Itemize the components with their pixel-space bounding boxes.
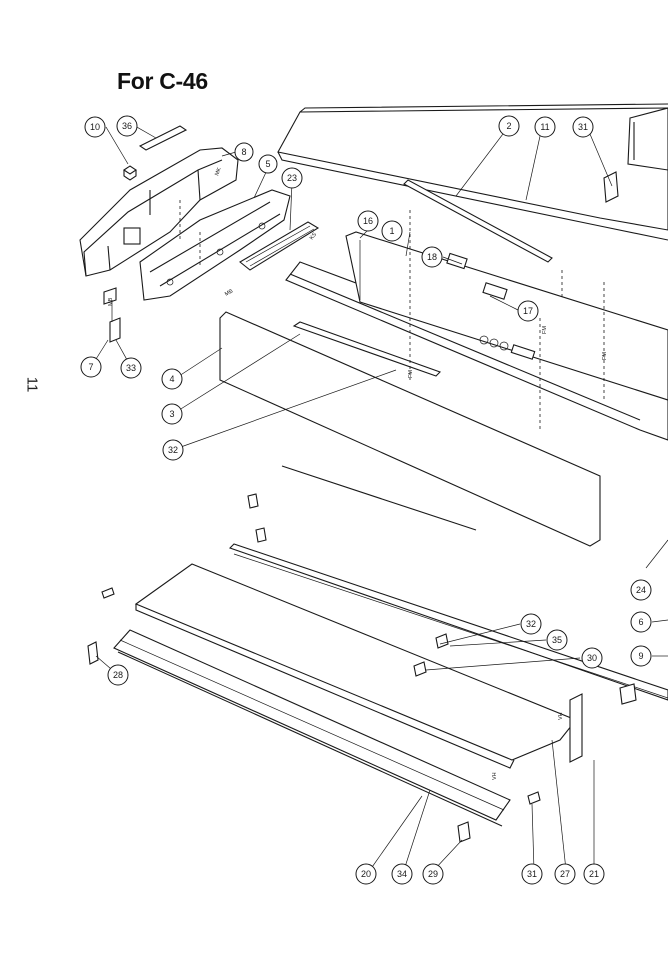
callout-24: 24 (630, 579, 652, 601)
alignment-lines (179, 200, 605, 430)
callout-5: 5 (258, 154, 278, 174)
right-bracket (569, 693, 583, 763)
svg-text:29: 29 (428, 869, 438, 879)
svg-text:1: 1 (389, 226, 394, 236)
callout-35: 35 (546, 629, 568, 651)
lid-panel (277, 103, 668, 241)
left-cheek-block (79, 147, 239, 277)
callout-16: 16 (357, 210, 379, 232)
callout-31-top: 31 (572, 116, 594, 138)
strip-part (403, 179, 553, 263)
callout-21: 21 (583, 863, 605, 885)
svg-text:VH: VH (558, 712, 564, 720)
music-rest (627, 107, 668, 171)
svg-text:17: 17 (523, 306, 533, 316)
callout-8: 8 (234, 142, 254, 162)
part-codes: MK KS MB FM FM FM VH VH MB (108, 167, 608, 780)
callout-7: 7 (80, 356, 102, 378)
page-title: For C-46 (117, 68, 208, 94)
callout-18: 18 (421, 246, 443, 268)
svg-text:31: 31 (578, 122, 588, 132)
svg-text:VH: VH (492, 772, 498, 780)
svg-text:21: 21 (589, 869, 599, 879)
callout-6: 6 (630, 611, 652, 633)
bottom-board (134, 563, 577, 769)
callout-31-bottom: 31 (521, 863, 543, 885)
svg-text:32: 32 (526, 619, 536, 629)
callout-1: 1 (381, 220, 403, 242)
svg-text:9: 9 (638, 651, 643, 661)
callout-20: 20 (355, 863, 377, 885)
svg-text:MB: MB (108, 297, 114, 306)
svg-text:24: 24 (636, 585, 646, 595)
svg-text:FM: FM (602, 352, 608, 360)
callout-34: 34 (391, 863, 413, 885)
svg-text:10: 10 (90, 122, 100, 132)
svg-text:23: 23 (287, 173, 297, 183)
svg-text:34: 34 (397, 869, 407, 879)
callout-32-upper: 32 (162, 439, 184, 461)
svg-text:28: 28 (113, 670, 123, 680)
lower-rod (281, 465, 477, 531)
svg-text:20: 20 (361, 869, 371, 879)
side-bracket (139, 189, 291, 301)
part-7-bracket (103, 287, 121, 343)
svg-text:27: 27 (560, 869, 570, 879)
svg-text:FM: FM (408, 370, 414, 378)
svg-text:4: 4 (169, 374, 174, 384)
part-23-rail (239, 221, 320, 271)
callout-11: 11 (534, 116, 556, 138)
svg-text:MB: MB (224, 288, 234, 297)
callout-33: 33 (120, 357, 142, 379)
svg-text:6: 6 (638, 617, 643, 627)
svg-text:35: 35 (552, 635, 562, 645)
svg-text:30: 30 (587, 653, 597, 663)
svg-text:16: 16 (363, 216, 373, 226)
svg-text:5: 5 (265, 159, 270, 169)
part-10-cube (123, 165, 137, 181)
svg-text:8: 8 (241, 147, 246, 157)
key-frame (285, 231, 668, 441)
callout-32-lower: 32 (520, 613, 542, 635)
part-36-strip (138, 125, 188, 151)
callout-3: 3 (161, 403, 183, 425)
svg-text:3: 3 (169, 409, 174, 419)
svg-text:18: 18 (427, 252, 437, 262)
callout-30: 30 (581, 647, 603, 669)
svg-text:33: 33 (126, 363, 136, 373)
svg-text:2: 2 (506, 121, 511, 131)
callout-23: 23 (281, 167, 303, 189)
callout-9: 9 (630, 645, 652, 667)
svg-text:MK: MK (214, 167, 223, 177)
callout-2: 2 (498, 115, 520, 137)
svg-text:FM: FM (542, 326, 548, 334)
callout-28: 28 (107, 664, 129, 686)
callout-4: 4 (161, 368, 183, 390)
part-3-strip (292, 321, 442, 377)
callout-29: 29 (422, 863, 444, 885)
small-parts (87, 171, 637, 843)
svg-text:KS: KS (309, 231, 318, 241)
callout-17: 17 (517, 300, 539, 322)
callout-27: 27 (554, 863, 576, 885)
upper-rail (228, 543, 668, 701)
front-rail (113, 629, 511, 827)
front-board (219, 311, 601, 547)
callout-10: 10 (84, 116, 106, 138)
svg-text:32: 32 (168, 445, 178, 455)
svg-text:36: 36 (122, 121, 132, 131)
callout-36: 36 (116, 115, 138, 137)
svg-text:31: 31 (527, 869, 537, 879)
svg-text:11: 11 (540, 122, 549, 132)
svg-text:7: 7 (88, 362, 93, 372)
